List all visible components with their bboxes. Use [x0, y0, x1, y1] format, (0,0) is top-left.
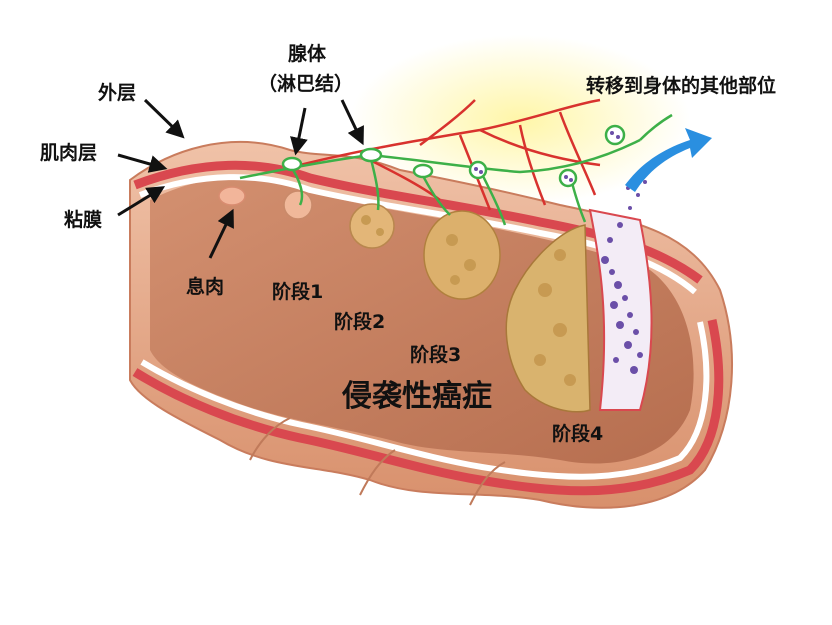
- tumor-texture: [361, 215, 576, 386]
- label-polyp: 息肉: [186, 276, 225, 298]
- label-muscle-layer: 肌肉层: [40, 142, 98, 164]
- muscle-band-bottom: [132, 319, 724, 496]
- mucosa-band-bottom: [140, 321, 710, 480]
- arrow-muscle-layer: [117, 153, 168, 173]
- arrow-mucosa: [117, 186, 166, 217]
- label-stage4: 阶段4: [552, 423, 604, 445]
- polyp: [218, 186, 246, 206]
- colon-fold: [249, 417, 291, 461]
- metastasis-arrow: [625, 128, 712, 192]
- tumor-stage3: [423, 210, 501, 300]
- tumor-stage2: [349, 203, 395, 249]
- arrow-outer-layer: [143, 98, 185, 139]
- blood-vessels: [299, 98, 601, 211]
- arrow-polyp: [208, 208, 234, 259]
- label-metastasis: 转移到身体的其他部位: [586, 75, 777, 97]
- arrow-gland-1: [290, 107, 308, 156]
- label-stage1: 阶段1: [272, 281, 324, 303]
- label-lymph-nodes: （淋巴结）: [258, 73, 354, 95]
- colon-fold: [469, 461, 506, 506]
- tumor-stage4: [505, 224, 591, 413]
- label-outer-layer: 外层: [98, 82, 137, 104]
- colon-fold: [359, 449, 396, 496]
- label-stage2: 阶段2: [334, 311, 386, 333]
- label-mucosa: 粘膜: [64, 209, 103, 231]
- tumor-stage1: [283, 190, 313, 220]
- cancer-cell-cluster: [601, 180, 647, 374]
- label-invasive-cancer: 侵袭性癌症: [342, 379, 492, 414]
- label-stage3: 阶段3: [410, 344, 462, 366]
- label-glands: 腺体: [288, 43, 327, 65]
- lymph-node-cancer-cells: [474, 131, 620, 182]
- arrow-gland-2: [340, 99, 364, 146]
- lymph-nodes: [281, 124, 626, 188]
